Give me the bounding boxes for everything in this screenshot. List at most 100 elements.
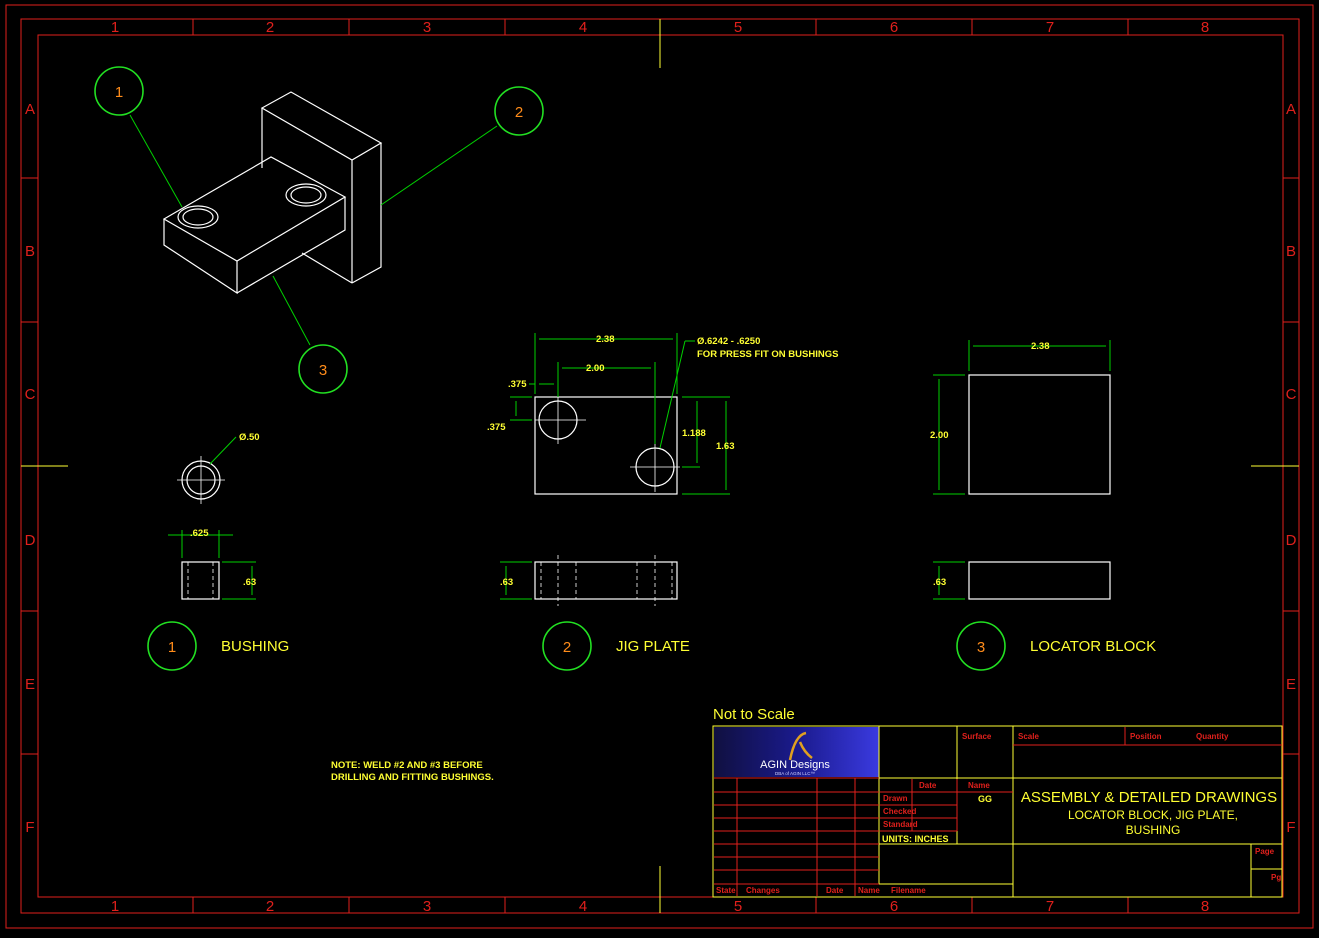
jig-overall-width-label: 2.38 [596,334,615,345]
zone-labels: 1 2 3 4 5 6 7 8 1 2 3 4 5 6 7 8 A B C D … [25,19,1297,915]
weld-note: NOTE: WELD #2 AND #3 BEFORE DRILLING AND… [331,760,494,783]
jig-plate-top-view: 2.38 2.00 .375 .375 1.188 1.63 Ø.6242 - … [487,333,838,495]
weld-note-line1: NOTE: WELD #2 AND #3 BEFORE [331,760,483,771]
balloon-2-iso: 2 [494,86,544,136]
zone-row-right-e: E [1286,676,1296,693]
balloon-1-iso-number: 1 [115,84,123,101]
tb-filename-label: Filename [891,886,926,895]
zone-col-top-7: 7 [1046,19,1054,36]
tb-name-label: Name [968,781,990,790]
centering-marks [21,19,1299,913]
zone-col-bottom-7: 7 [1046,898,1054,915]
tb-surface-label: Surface [962,732,992,741]
tb-units-label: UNITS: INCHES [882,834,949,844]
zone-col-bottom-4: 4 [579,898,587,915]
jig-hole-note-line2: FOR PRESS FIT ON BUSHINGS [697,349,838,360]
zone-col-bottom-1: 1 [111,898,119,915]
zone-col-top-1: 1 [111,19,119,36]
zone-row-left-c: C [25,386,36,403]
jig-hole-x-offset-label: .375 [508,379,527,390]
tb-pg-label: Pg [1271,873,1281,882]
zone-row-left-b: B [25,243,35,260]
bushing-height-label: .63 [243,577,256,588]
jig-plate-side-view: .63 [500,555,678,606]
tb-state-label: State [716,886,736,895]
locator-block-side-view: .63 [933,561,1111,600]
tb-changes-label: Changes [746,886,780,895]
tb-title-line1: ASSEMBLY & DETAILED DRAWINGS [1021,789,1277,806]
zone-col-top-2: 2 [266,19,274,36]
jig-hole-y-offset-label: .375 [487,422,506,433]
zone-row-left-f: F [25,819,34,836]
zone-row-right-b: B [1286,243,1296,260]
zone-col-bottom-8: 8 [1201,898,1209,915]
bushing-title: BUSHING [221,638,289,655]
balloon-3-iso: 3 [298,344,348,394]
zone-row-left-a: A [25,101,35,118]
jig-hole-spacing-label: 2.00 [586,363,605,374]
tb-position-label: Position [1130,732,1162,741]
zone-row-left-d: D [25,532,36,549]
logo-name: AGIN Designs [760,759,830,771]
balloon-1-iso: 1 [94,66,144,116]
bushing-side-view: .625 .63 [168,528,256,600]
zone-row-right-c: C [1286,386,1297,403]
zone-row-right-f: F [1286,819,1295,836]
title-block: AGIN Designs DBA of AGIN LLC™ [712,725,1283,898]
locator-height-label: 2.00 [930,430,949,441]
tb-scale-label: Scale [1018,732,1039,741]
balloon-3-view-number: 3 [977,639,985,656]
locator-block-front-view: 2.38 2.00 [930,340,1111,495]
isometric-assembly [162,91,383,295]
zone-col-top-8: 8 [1201,19,1209,36]
tb-checked-label: Checked [883,807,916,816]
tb-drawn-by-value: GG [978,794,992,804]
tb-title-line3: BUSHING [1126,823,1181,837]
zone-row-right-d: D [1286,532,1297,549]
zone-col-bottom-6: 6 [890,898,898,915]
tb-standard-label: Standard [883,820,918,829]
tb-rev-name-label: Name [858,886,880,895]
zone-col-top-5: 5 [734,19,742,36]
balloon-1-view-number: 1 [168,639,176,656]
view-title-locator-block: 3 LOCATOR BLOCK [956,621,1156,671]
jig-hole-y-spacing-label: 1.188 [682,428,706,439]
tb-rev-date-label: Date [826,886,844,895]
tb-title-line2: LOCATOR BLOCK, JIG PLATE, [1068,808,1238,822]
bushing-width-label: .625 [190,528,209,539]
tb-quantity-label: Quantity [1196,732,1229,741]
tb-date-label: Date [919,781,937,790]
zone-col-bottom-3: 3 [423,898,431,915]
logo-mark-icon [788,731,813,761]
jig-thickness-label: .63 [500,577,513,588]
jig-hole-note-line1: Ø.6242 - .6250 [697,336,760,347]
bushing-top-view: Ø.50 [177,432,260,504]
balloon-2-iso-number: 2 [515,104,523,121]
balloon-2-view-number: 2 [563,639,571,656]
zone-row-left-e: E [25,676,35,693]
zone-col-top-3: 3 [423,19,431,36]
weld-note-line2: DRILLING AND FITTING BUSHINGS. [331,772,494,783]
zone-col-bottom-2: 2 [266,898,274,915]
tb-drawn-label: Drawn [883,794,908,803]
bushing-diameter-label: Ø.50 [239,432,260,443]
locator-width-label: 2.38 [1031,341,1050,352]
tb-page-label: Page [1255,847,1275,856]
locator-thickness-label: .63 [933,577,946,588]
zone-row-right-a: A [1286,101,1296,118]
logo-subtitle: DBA of AGIN LLC™ [775,771,815,776]
zone-col-bottom-5: 5 [734,898,742,915]
not-to-scale-label: Not to Scale [713,706,795,723]
zone-col-top-4: 4 [579,19,587,36]
balloon-3-iso-number: 3 [319,362,327,379]
locator-block-title: LOCATOR BLOCK [1030,638,1156,655]
iso-leaders [129,114,498,346]
company-logo: AGIN Designs DBA of AGIN LLC™ [714,727,879,777]
jig-plate-title: JIG PLATE [616,638,690,655]
view-title-jig-plate: 2 JIG PLATE [542,621,690,671]
view-title-bushing: 1 BUSHING [147,621,289,671]
jig-overall-height-label: 1.63 [716,441,735,452]
zone-col-top-6: 6 [890,19,898,36]
